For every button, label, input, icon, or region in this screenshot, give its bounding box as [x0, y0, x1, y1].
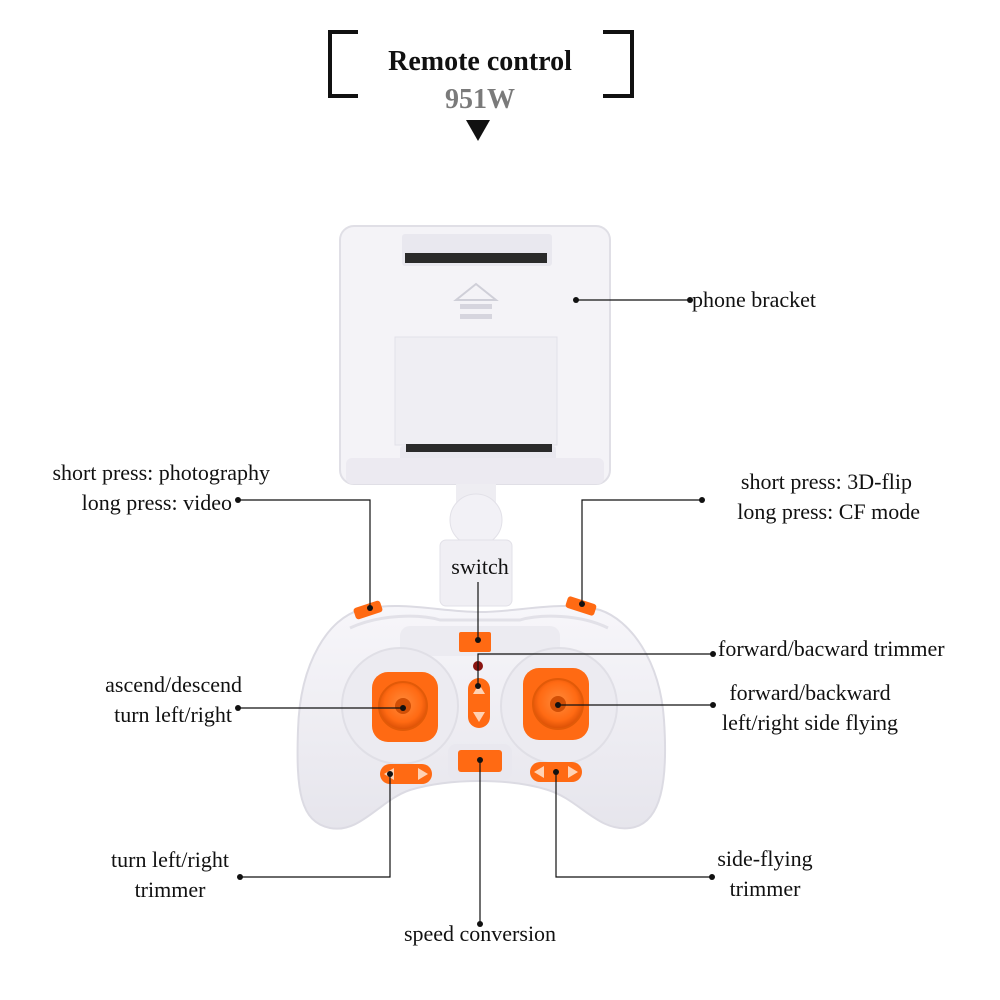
diagram-title: Remote control — [388, 46, 572, 77]
leader-lines — [238, 299, 713, 924]
label-left-stick: ascend/descend turn left/right — [30, 670, 242, 730]
label-text-line1: side-flying — [717, 846, 813, 871]
label-turn-trimmer: turn left/right trimmer — [90, 845, 250, 905]
label-fb-trimmer: forward/bacward trimmer — [718, 634, 945, 664]
label-text-line1: forward/backward — [729, 680, 891, 705]
power-switch[interactable] — [459, 632, 491, 652]
label-text: forward/bacward trimmer — [718, 636, 945, 661]
label-text-line2: long press: video — [81, 490, 232, 515]
label-text: speed conversion — [403, 921, 557, 946]
model-number: 951W — [445, 84, 515, 115]
label-speed-conversion: speed conversion — [380, 919, 580, 949]
label-text-line1: short press: photography — [52, 460, 270, 485]
label-switch: switch — [420, 552, 540, 582]
forward-backward-trimmer[interactable] — [468, 678, 490, 728]
leader-dots — [235, 297, 716, 927]
label-flip-cf: short press: 3D-flip long press: CF mode — [700, 467, 920, 527]
label-side-trimmer: side-flying trimmer — [690, 844, 840, 904]
label-text-line1: ascend/descend — [105, 672, 242, 697]
label-text-line1: short press: 3D-flip — [740, 469, 912, 494]
label-text-line2: left/right side flying — [722, 710, 898, 735]
label-text-line2: turn left/right — [114, 702, 232, 727]
down-arrow-icon — [466, 120, 490, 141]
label-right-stick: forward/backward left/right side flying — [700, 678, 920, 738]
title-frame — [328, 30, 634, 98]
phone-bracket-illustration — [339, 225, 611, 607]
label-text-line2: trimmer — [134, 877, 206, 902]
label-text-line2: trimmer — [729, 876, 801, 901]
label-text-line2: long press: CF mode — [737, 499, 920, 524]
label-phone-bracket: phone bracket — [692, 285, 816, 315]
label-text: phone bracket — [692, 287, 816, 312]
label-text: switch — [451, 554, 509, 579]
label-photo-video: short press: photography long press: vid… — [10, 458, 270, 518]
label-text-line1: turn left/right — [111, 847, 229, 872]
